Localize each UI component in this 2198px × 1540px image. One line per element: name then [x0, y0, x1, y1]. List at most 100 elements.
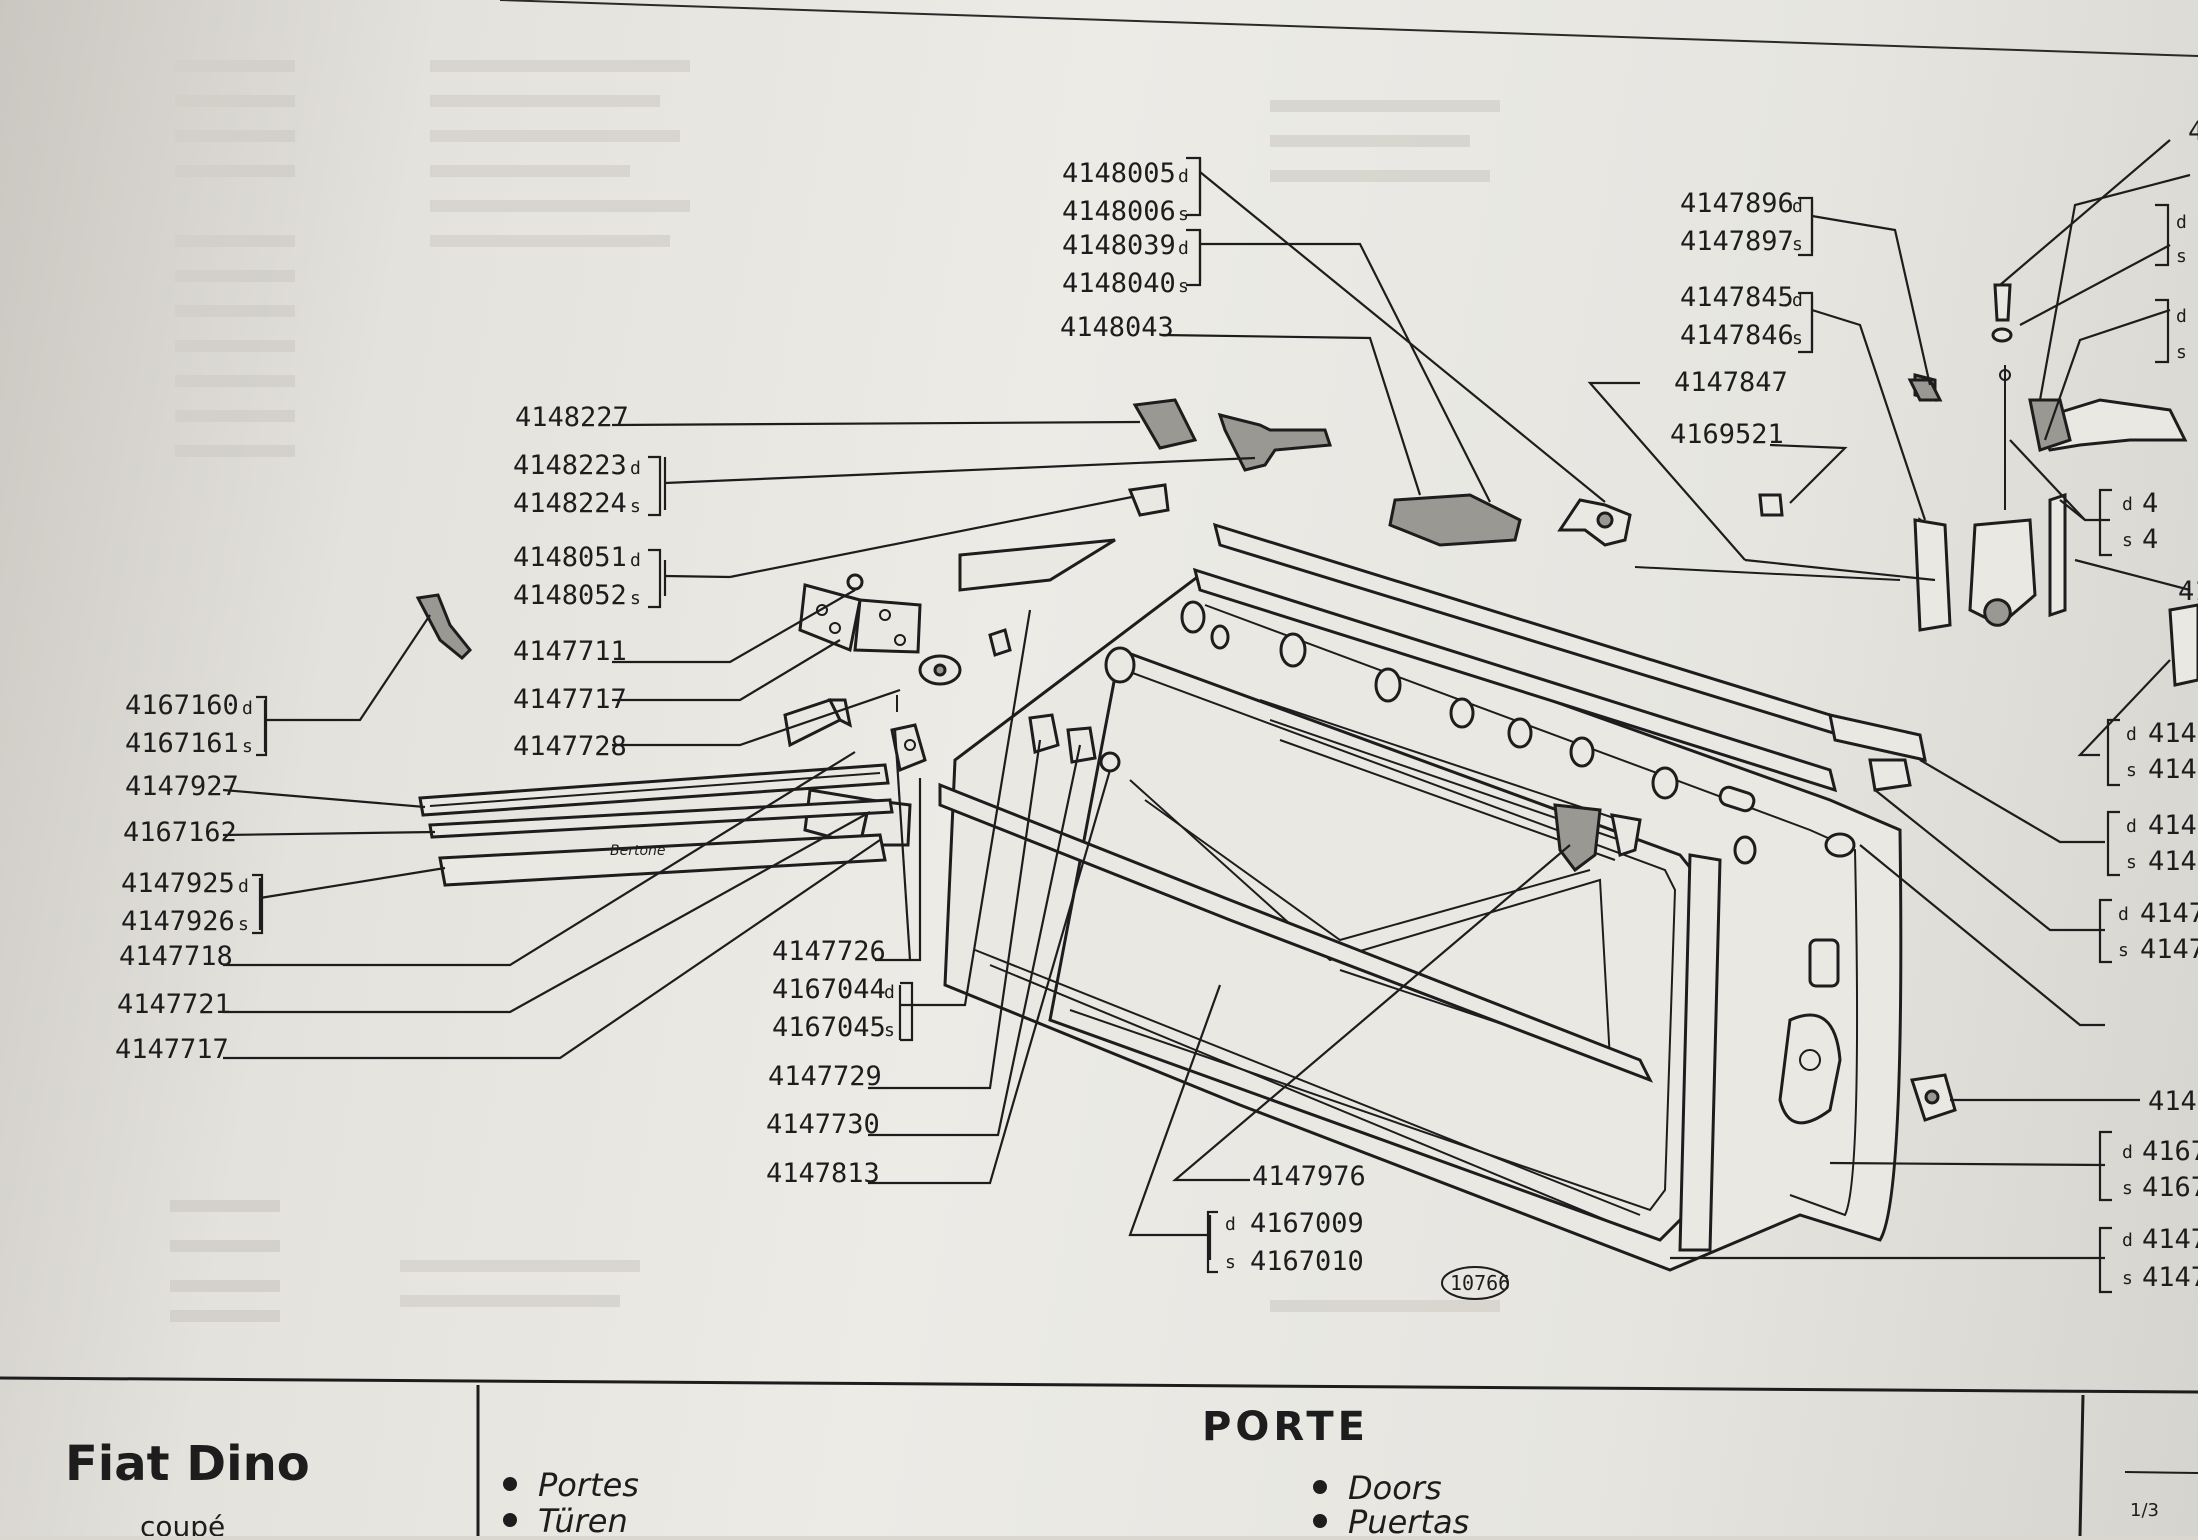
side-d: d: [2122, 494, 2133, 515]
label-4148040: 4148040: [1062, 268, 1176, 299]
side-s: s: [2118, 940, 2129, 961]
side-s: s: [2176, 246, 2187, 267]
door-panel-holes: [1104, 600, 1856, 1125]
side-s: s: [2126, 852, 2137, 873]
check-strap-4167160: [415, 593, 473, 661]
label-4147847: 4147847: [1674, 367, 1788, 398]
label-right-15: 4147: [2142, 1262, 2198, 1293]
label-4147726: 4147726: [772, 936, 886, 967]
side-d: d: [242, 698, 253, 719]
side-d: d: [884, 982, 895, 1003]
bullet-icon: [503, 1513, 517, 1527]
footer-page-number: 1/3: [2130, 1500, 2159, 1521]
footer-translation-es: Puertas: [1348, 1503, 1469, 1536]
side-d: d: [1178, 238, 1189, 259]
side-d: d: [630, 550, 641, 571]
clip-4148051: [1127, 483, 1170, 517]
side-d: d: [2122, 1230, 2133, 1251]
hinge-right: [2168, 603, 2198, 687]
label-right-7: 414: [2148, 810, 2197, 841]
label-right-8: 414: [2148, 846, 2197, 877]
label-4148006: 4148006: [1062, 196, 1176, 227]
label-4167162: 4167162: [123, 817, 237, 848]
label-4167161: 4167161: [125, 728, 239, 759]
label-4167010: 4167010: [1250, 1246, 1364, 1277]
side-d: d: [2118, 904, 2129, 925]
callout-labels-middle: 4147726 4167044 d 4167045 s 4147729 4147…: [766, 936, 1366, 1277]
label-4147925: 4147925: [121, 868, 235, 899]
upper-window-channel-2: [1192, 567, 1838, 793]
label-4169521: 4169521: [1670, 419, 1784, 450]
side-s: s: [2176, 342, 2187, 363]
grommet-4147729: [1028, 713, 1060, 754]
side-s: s: [2122, 530, 2133, 551]
figure-number: 10766: [1450, 1271, 1510, 1295]
label-4148224: 4148224: [513, 488, 627, 519]
side-s: s: [2126, 760, 2137, 781]
label-right-3: 4: [2142, 524, 2158, 555]
label-4167045: 4167045: [772, 1012, 886, 1043]
label-4148005: 4148005: [1062, 158, 1176, 189]
label-right-5: 414: [2148, 718, 2197, 749]
callout-labels-left: 4148227 4148223 d 4148224 s 4148051 d 41…: [115, 402, 641, 1065]
callout-labels-right-cropped: 4 d s d s d 4 s 4 41 d 414 s 414 d 414 s…: [2098, 116, 2198, 1294]
label-4147728: 4147728: [513, 731, 627, 762]
bracket-4147976: [1553, 803, 1602, 873]
side-d: d: [2126, 724, 2137, 745]
side-d: d: [238, 876, 249, 897]
bullet-icon: [1313, 1480, 1327, 1494]
label-right-2: 4: [2142, 488, 2158, 519]
label-4167009: 4167009: [1250, 1208, 1364, 1239]
footer-title: PORTE: [1202, 1404, 1369, 1450]
seal-4148223: [1217, 412, 1333, 472]
bullet-icon: [503, 1477, 517, 1491]
label-4148227: 4148227: [515, 402, 629, 433]
side-d: d: [1225, 1214, 1236, 1235]
footer-translation-de: Türen: [538, 1502, 628, 1536]
label-4148043: 4148043: [1060, 312, 1174, 343]
latch-4148005: [1557, 498, 1632, 547]
footer-block: Fiat Dino coupé PORTE Portes Türen Doors…: [0, 1376, 2198, 1540]
label-4167160: 4167160: [125, 690, 239, 721]
footer-translation-fr: Portes: [538, 1466, 639, 1504]
label-4147846: 4147846: [1680, 320, 1794, 351]
footer-translation-en: Doors: [1348, 1469, 1442, 1507]
label-4147730: 4147730: [766, 1109, 880, 1140]
label-4148051: 4148051: [513, 542, 627, 573]
footer-brand: Fiat Dino: [65, 1436, 310, 1492]
side-s: s: [238, 914, 249, 935]
figure-number-oval: [1441, 1266, 1509, 1300]
lower-door-strip: [938, 782, 1654, 1083]
side-d: d: [2122, 1142, 2133, 1163]
hinge-upper: [798, 583, 862, 653]
label-4147717: 4147717: [513, 684, 627, 715]
label-right-10: 4147: [2140, 934, 2198, 965]
side-d: d: [2126, 816, 2137, 837]
side-s: s: [1178, 204, 1189, 225]
side-s: s: [1178, 276, 1189, 297]
side-s: s: [630, 496, 641, 517]
label-right-11: 4147: [2148, 1086, 2198, 1117]
side-d: d: [1792, 196, 1803, 217]
label-right-12: 4167: [2142, 1136, 2198, 1167]
side-d: d: [1178, 166, 1189, 187]
label-4147927: 4147927: [125, 771, 239, 802]
leader-lines: [222, 139, 2191, 1260]
side-s: s: [242, 736, 253, 757]
side-s: s: [1792, 234, 1803, 255]
label-right-9: 4147: [2140, 898, 2198, 929]
door-assembly-drawing: Bertone 10766: [415, 283, 2198, 1300]
door-side-rail: [1678, 853, 1722, 1252]
bullet-icon: [1313, 1514, 1327, 1528]
label-4147718: 4147718: [119, 941, 233, 972]
label-right-4: 41: [2178, 576, 2198, 607]
label-4147729: 4147729: [768, 1061, 882, 1092]
side-d: d: [2176, 212, 2187, 233]
clip-4169521: [1758, 493, 1784, 517]
footer-subtitle: coupé: [140, 1510, 225, 1536]
label-4148052: 4148052: [513, 580, 627, 611]
label-4147717: 4147717: [115, 1034, 229, 1065]
side-s: s: [2122, 1178, 2133, 1199]
